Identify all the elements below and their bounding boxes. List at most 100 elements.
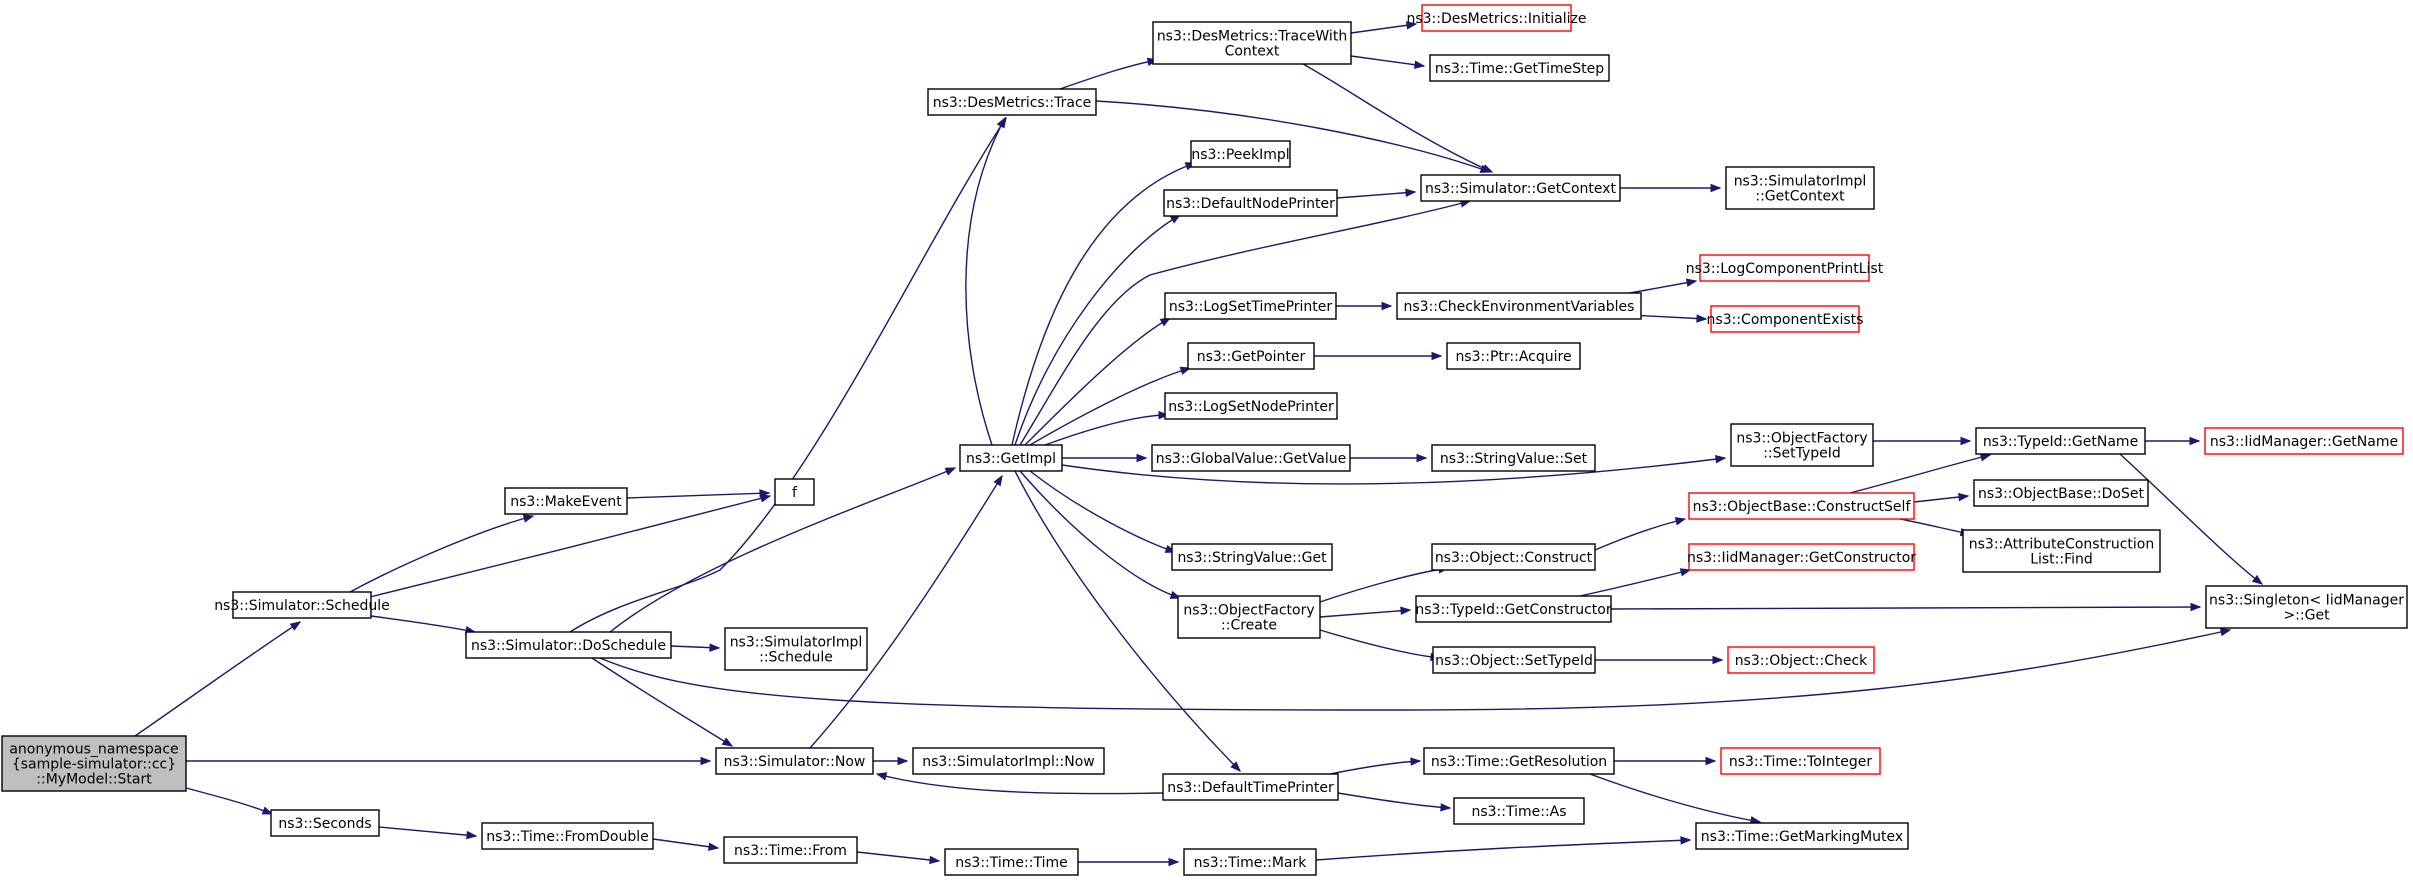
node-label: ns3::Object::Check xyxy=(1735,653,1868,669)
node-time_from[interactable]: ns3::Time::From xyxy=(723,836,858,864)
node-getpointer[interactable]: ns3::GetPointer xyxy=(1187,342,1315,370)
node-time_time[interactable]: ns3::Time::Time xyxy=(944,848,1079,876)
node-stringvalue_set[interactable]: ns3::StringValue::Set xyxy=(1431,444,1596,472)
edge-schedule-to-makeevent-arrowhead xyxy=(522,514,535,523)
node-label: ns3::ObjectBase::DoSet xyxy=(1978,486,2144,502)
node-label: ns3::TypeId::GetConstructor xyxy=(1415,602,1611,618)
edge-getimpl-to-getpointer xyxy=(1029,367,1191,446)
node-object_check[interactable]: ns3::Object::Check xyxy=(1727,646,1875,674)
node-box xyxy=(1183,848,1317,876)
node-object_settypeid[interactable]: ns3::Object::SetTypeId xyxy=(1432,646,1596,674)
node-objectfactory_create[interactable]: ns3::ObjectFactory::Create xyxy=(1177,595,1321,639)
node-label: ns3::ObjectFactory xyxy=(1183,603,1314,619)
node-box xyxy=(1688,492,1915,520)
node-globalvalue_getvalue[interactable]: ns3::GlobalValue::GetValue xyxy=(1151,444,1351,472)
edge-getimpl-to-getcontext xyxy=(1019,200,1471,446)
node-seconds[interactable]: ns3::Seconds xyxy=(270,809,380,837)
node-label: ns3::Simulator::Now xyxy=(724,754,866,770)
edge-defaulttimeprinter-to-time_as-arrowhead xyxy=(1440,803,1452,812)
node-getcontext[interactable]: ns3::Simulator::GetContext xyxy=(1420,174,1621,202)
node-typeid_getname[interactable]: ns3::TypeId::GetName xyxy=(1975,427,2146,455)
node-typeid_getconstructor[interactable]: ns3::TypeId::GetConstructor xyxy=(1415,595,1612,623)
edge-getimpl-to-stringvalue_get xyxy=(1029,470,1176,553)
node-desmetrics_trace[interactable]: ns3::DesMetrics::Trace xyxy=(927,88,1097,116)
edge-schedule-to-doschedule xyxy=(370,615,476,633)
node-now[interactable]: ns3::Simulator::Now xyxy=(715,747,874,775)
node-componentexists[interactable]: ns3::ComponentExists xyxy=(1707,305,1864,333)
node-box xyxy=(1415,595,1612,623)
edge-logsettimeprinter-to-checkenv-arrowhead xyxy=(1381,301,1393,311)
node-objectbase_doset[interactable]: ns3::ObjectBase::DoSet xyxy=(1973,479,2149,507)
node-logsetnodeprinter[interactable]: ns3::LogSetNodePrinter xyxy=(1164,392,1338,420)
node-time_fromdouble[interactable]: ns3::Time::FromDouble xyxy=(481,822,654,850)
node-time_mark[interactable]: ns3::Time::Mark xyxy=(1183,848,1317,876)
call-nodes: anonymous_namespace{sample-simulator::cc… xyxy=(1,4,2408,876)
node-simimpl_schedule[interactable]: ns3::SimulatorImpl::Schedule xyxy=(724,627,868,671)
edge-getimpl-to-logsetnodeprinter xyxy=(1044,414,1169,446)
node-schedule[interactable]: ns3::Simulator::Schedule xyxy=(214,591,390,619)
edge-defaulttimeprinter-to-now-arrowhead xyxy=(875,772,888,781)
node-time_getmarkingmutex[interactable]: ns3::Time::GetMarkingMutex xyxy=(1695,822,1909,850)
node-label: ns3::Time::Time xyxy=(955,855,1067,871)
edge-typeid_getname-to-singleton_get xyxy=(2119,453,2263,585)
node-iidmanager_getname[interactable]: ns3::IidManager::GetName xyxy=(2204,427,2404,455)
node-box xyxy=(1432,646,1596,674)
node-f[interactable]: f xyxy=(774,478,815,506)
call-edges xyxy=(134,21,2264,867)
node-makeevent[interactable]: ns3::MakeEvent xyxy=(504,487,628,515)
edge-checkenv-to-componentexists-arrowhead xyxy=(1696,314,1708,323)
node-singleton_get[interactable]: ns3::Singleton< IidManager>::Get xyxy=(2205,585,2408,629)
node-peekimpl[interactable]: ns3::PeekImpl xyxy=(1190,140,1291,168)
edge-getimpl-to-objectfactory_create xyxy=(1019,470,1181,599)
edge-tracewithcontext-to-desmetrics_init-arrowhead xyxy=(1406,21,1418,30)
node-box xyxy=(724,627,868,671)
node-label: ns3::GetPointer xyxy=(1197,349,1306,365)
edge-schedule-to-f-arrowhead xyxy=(759,494,772,503)
node-desmetrics_init[interactable]: ns3::DesMetrics::Initialize xyxy=(1406,4,1587,32)
node-defaultnodeprinter[interactable]: ns3::DefaultNodePrinter xyxy=(1163,189,1338,217)
edge-doschedule-to-simimpl_schedule-arrowhead xyxy=(709,643,721,652)
edge-defaulttimeprinter-to-time_as xyxy=(1337,792,1451,809)
node-label: ns3::Singleton< IidManager xyxy=(2209,593,2404,609)
node-simimpl_getcontext[interactable]: ns3::SimulatorImpl::GetContext xyxy=(1725,166,1875,210)
edge-defaultnodeprinter-to-getcontext-arrowhead xyxy=(1405,188,1417,197)
node-objectbase_constructself[interactable]: ns3::ObjectBase::ConstructSelf xyxy=(1688,492,1915,520)
node-object_construct[interactable]: ns3::Object::Construct xyxy=(1431,543,1596,571)
node-stringvalue_get[interactable]: ns3::StringValue::Get xyxy=(1171,543,1333,571)
node-box xyxy=(1695,822,1909,850)
edge-getimpl-to-globalvalue_getvalue-arrowhead xyxy=(1136,453,1148,463)
node-getimpl[interactable]: ns3::GetImpl xyxy=(959,444,1063,472)
node-label: ns3::Time::FromDouble xyxy=(486,829,649,845)
node-defaulttimeprinter[interactable]: ns3::DefaultTimePrinter xyxy=(1162,773,1339,801)
node-box xyxy=(1710,305,1860,333)
node-iidmanager_getconstructor[interactable]: ns3::IidManager::GetConstructor xyxy=(1687,543,1916,571)
edge-time_getresolution-to-time_getmarkingmutex xyxy=(1589,773,1761,823)
node-time_tointeger[interactable]: ns3::Time::ToInteger xyxy=(1720,747,1881,775)
node-label: ns3::StringValue::Set xyxy=(1440,451,1588,467)
node-ptracquire[interactable]: ns3::Ptr::Acquire xyxy=(1446,342,1581,370)
edge-now-to-simimpl_now-arrowhead xyxy=(897,756,909,766)
node-time_as[interactable]: ns3::Time::As xyxy=(1453,797,1585,825)
node-logsettimeprinter[interactable]: ns3::LogSetTimePrinter xyxy=(1164,292,1337,320)
edge-getimpl-to-defaulttimeprinter xyxy=(1014,470,1241,772)
node-doschedule[interactable]: ns3::Simulator::DoSchedule xyxy=(465,631,672,659)
edge-schedule-to-f xyxy=(369,495,771,598)
node-simimpl_now[interactable]: ns3::SimulatorImpl::Now xyxy=(912,747,1105,775)
node-objectfactory_settypeid[interactable]: ns3::ObjectFactory::SetTypeId xyxy=(1730,423,1874,467)
node-box xyxy=(465,631,672,659)
edge-desmetrics_trace-to-getcontext xyxy=(1095,100,1491,173)
node-checkenv[interactable]: ns3::CheckEnvironmentVariables xyxy=(1396,292,1642,320)
node-label: ns3::DesMetrics::TraceWith xyxy=(1157,29,1347,45)
edge-getpointer-to-ptracquire-arrowhead xyxy=(1431,351,1443,361)
node-box xyxy=(1177,595,1321,639)
node-time_getresolution[interactable]: ns3::Time::GetResolution xyxy=(1423,747,1615,775)
edge-object_construct-to-objectbase_constructself-arrowhead xyxy=(1674,517,1687,526)
edge-objectfactory_settypeid-to-typeid_getname-arrowhead xyxy=(1960,436,1972,446)
node-box xyxy=(1975,427,2146,455)
node-start[interactable]: anonymous_namespace{sample-simulator::cc… xyxy=(1,735,187,792)
node-gettimestep[interactable]: ns3::Time::GetTimeStep xyxy=(1429,54,1610,82)
node-box xyxy=(1725,166,1875,210)
node-logcomponentprintlist[interactable]: ns3::LogComponentPrintList xyxy=(1686,254,1884,282)
